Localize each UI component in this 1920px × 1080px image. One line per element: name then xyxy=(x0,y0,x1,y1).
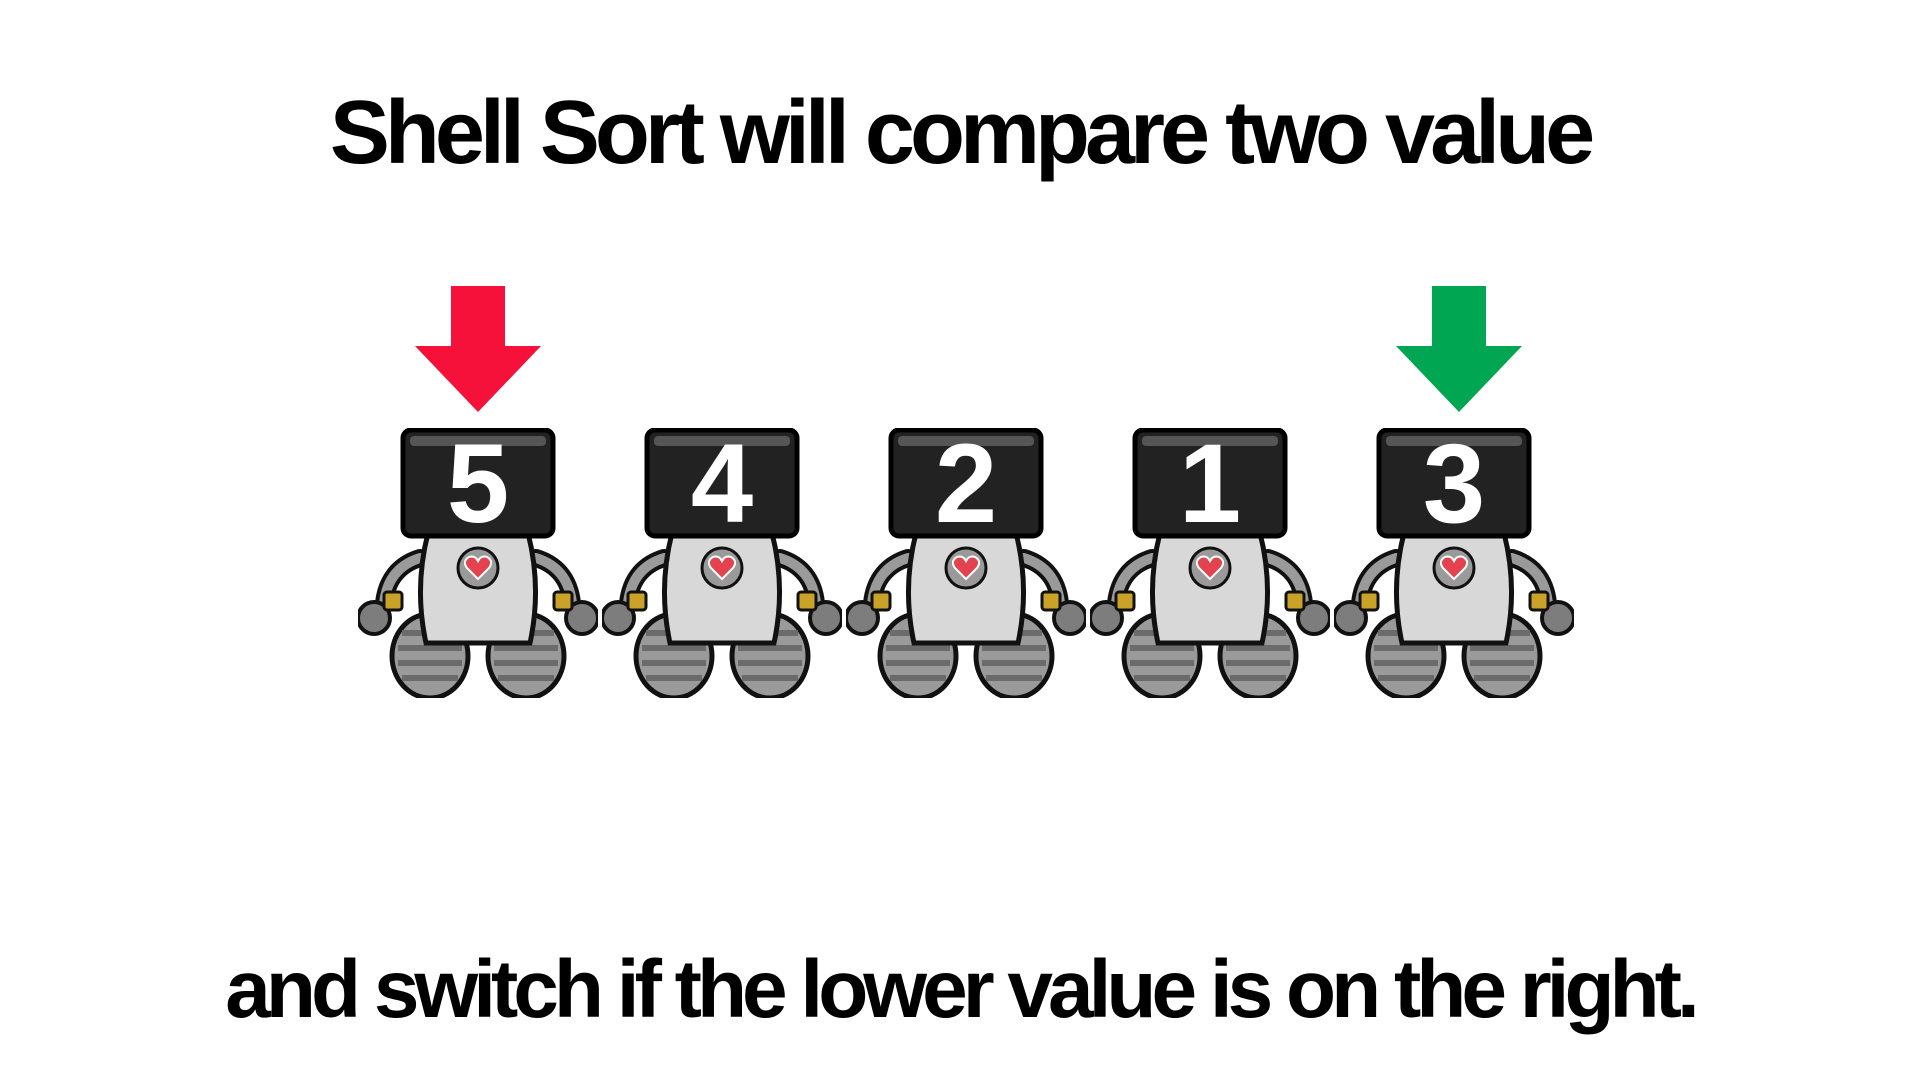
robot-4: 1 xyxy=(1090,428,1330,698)
robot-icon xyxy=(846,428,1086,698)
robot-value: 2 xyxy=(934,421,998,546)
robot-icon xyxy=(1334,428,1574,698)
slide-title: Shell Sort will compare two value xyxy=(329,83,1595,183)
robot-value: 3 xyxy=(1422,421,1486,546)
robot-icon xyxy=(602,428,842,698)
robot-value: 4 xyxy=(690,421,754,546)
robot-1: 5 xyxy=(358,428,598,698)
robot-icon xyxy=(1090,428,1330,698)
left-down-arrow-icon xyxy=(415,286,541,412)
robot-3: 2 xyxy=(846,428,1086,698)
right-down-arrow-icon xyxy=(1396,286,1522,412)
slide-caption: and switch if the lower value is on the … xyxy=(225,944,1699,1035)
robot-5: 3 xyxy=(1334,428,1574,698)
robot-value: 5 xyxy=(446,421,510,546)
robot-icon xyxy=(358,428,598,698)
robot-value: 1 xyxy=(1178,421,1242,546)
robot-2: 4 xyxy=(602,428,842,698)
